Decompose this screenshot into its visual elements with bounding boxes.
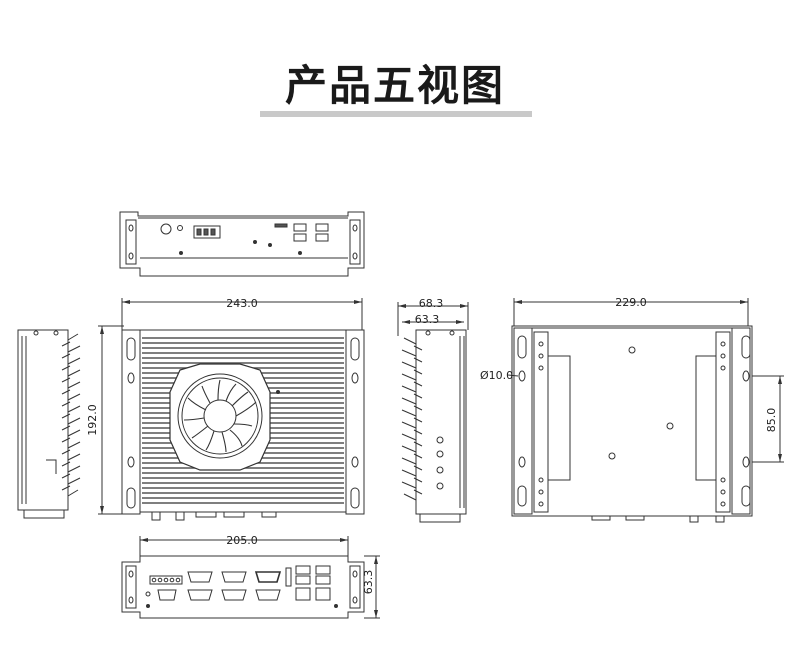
dim-side-depth-inner: 63.3	[415, 313, 440, 326]
dim-side-depth-outer: 68.3	[419, 297, 444, 310]
dim-hole-spacing: 85.0	[765, 408, 778, 433]
right-side-view	[397, 302, 469, 523]
dim-bottom-width: 229.0	[615, 296, 647, 309]
title-underline	[260, 111, 532, 117]
dim-front-height: 192.0	[86, 404, 99, 436]
page-title: 产品五视图	[284, 61, 505, 110]
bottom-view	[507, 298, 784, 523]
left-side-view	[17, 329, 81, 519]
dim-hole-diameter: Ø10.0	[480, 369, 513, 382]
rear-view	[121, 536, 380, 619]
dim-rear-width: 205.0	[226, 534, 258, 547]
dim-front-width: 243.0	[226, 297, 258, 310]
front-view	[98, 298, 365, 521]
dim-rear-height: 63.3	[362, 570, 375, 595]
top-view	[119, 211, 365, 277]
